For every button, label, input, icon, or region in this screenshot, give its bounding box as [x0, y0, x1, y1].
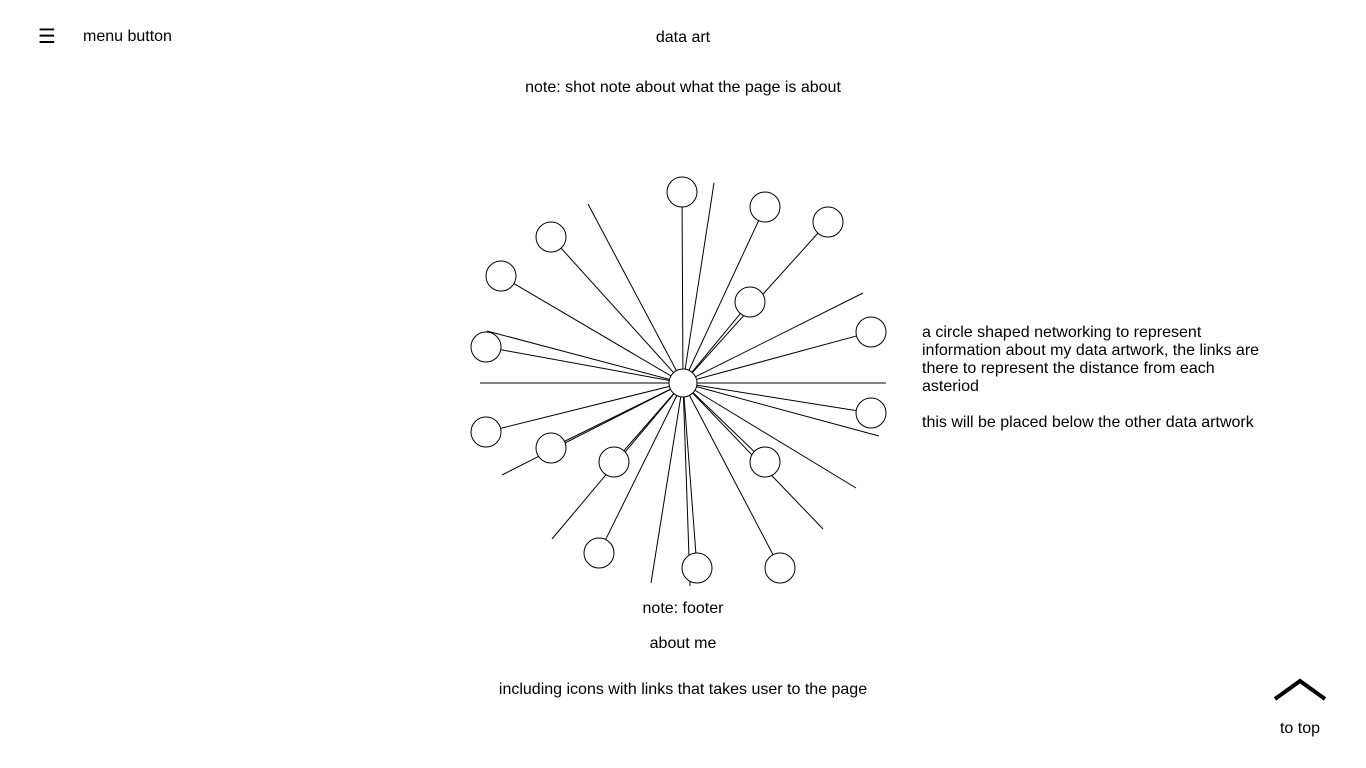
network-link: [500, 349, 684, 384]
network-node: [666, 176, 698, 208]
network-link: [682, 382, 697, 554]
about-me-link[interactable]: about me: [649, 635, 717, 652]
network-link: [682, 313, 741, 384]
network-node: [470, 416, 502, 448]
network-link: [682, 382, 857, 412]
network-link: [682, 335, 857, 384]
network-link: [681, 206, 684, 384]
network-node: [749, 446, 781, 478]
network-link: [682, 182, 715, 384]
menu-button[interactable]: ☰ menu button: [36, 26, 172, 48]
network-link: [682, 382, 857, 489]
network-link: [682, 382, 774, 555]
network-node: [764, 552, 796, 584]
network-node: [535, 432, 567, 464]
network-node: [535, 221, 567, 253]
network-link: [682, 292, 864, 384]
artwork-description-text: a circle shaped networking to represent …: [922, 324, 1260, 395]
network-node: [485, 260, 517, 292]
network-link: [623, 382, 684, 452]
page-note: note: shot note about what the page is a…: [525, 79, 841, 96]
page-title: data art: [655, 29, 711, 46]
network-node: [734, 286, 766, 318]
to-top-label: to top: [1279, 720, 1321, 737]
network-link: [486, 330, 684, 384]
artwork-description: a circle shaped networking to represent …: [922, 324, 1272, 432]
artwork-placement-note: this will be placed below the other data…: [922, 414, 1254, 431]
network-link: [501, 382, 684, 476]
network-node: [855, 316, 887, 348]
network-link: [605, 382, 684, 540]
network-link: [564, 382, 684, 442]
footer-note: note: footer: [642, 600, 724, 617]
network-link: [560, 247, 684, 384]
network-hub: [668, 368, 698, 398]
network-link: [513, 283, 684, 384]
network-link: [682, 382, 824, 530]
network-node: [681, 552, 713, 584]
network-link: [682, 382, 755, 452]
network-link: [682, 232, 819, 384]
network-node: [583, 537, 615, 569]
network-link: [500, 382, 684, 429]
menu-button-label: menu button: [83, 28, 172, 45]
to-top-button[interactable]: to top: [1268, 676, 1332, 738]
network-link: [587, 203, 684, 384]
network-link: [682, 220, 760, 384]
network-link: [682, 382, 691, 587]
network-node: [812, 206, 844, 238]
chevron-up-icon[interactable]: [1272, 676, 1328, 702]
network-link: [682, 382, 880, 437]
network-node: [749, 191, 781, 223]
network-node: [470, 331, 502, 363]
hamburger-icon[interactable]: ☰: [38, 26, 56, 48]
footer-icons-note: including icons with links that takes us…: [498, 681, 868, 698]
network-link: [650, 382, 684, 584]
network-link: [551, 382, 684, 540]
network-node: [855, 397, 887, 429]
network-node: [598, 446, 630, 478]
